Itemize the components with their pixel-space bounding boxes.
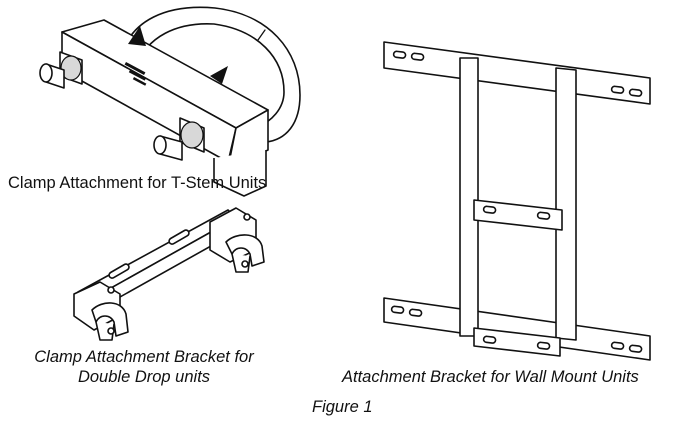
caption-tstem-clamp: Clamp Attachment for T-Stem Units xyxy=(8,174,267,192)
caption-wall-mount-bracket: Attachment Bracket for Wall Mount Units xyxy=(342,368,639,386)
caption-double-drop-bracket: Clamp Attachment Bracket for Double Drop… xyxy=(24,347,264,387)
right-saddle xyxy=(225,234,265,267)
left-saddle xyxy=(91,302,129,337)
caption-double-drop-line2: Double Drop units xyxy=(77,368,211,387)
figure-label: Figure 1 xyxy=(312,398,373,416)
double-drop-bracket-illustration xyxy=(73,207,265,341)
wall-bracket-top-strap xyxy=(383,41,651,105)
wall-bracket-right-bar xyxy=(555,67,577,341)
caption-double-drop-line1: Clamp Attachment Bracket for xyxy=(34,348,254,366)
wall-mount-bracket-illustration xyxy=(383,41,651,361)
wall-bracket-middle-plate xyxy=(473,199,563,231)
wall-bracket-left-bar xyxy=(459,57,479,337)
tstem-clamp-illustration xyxy=(39,6,301,197)
